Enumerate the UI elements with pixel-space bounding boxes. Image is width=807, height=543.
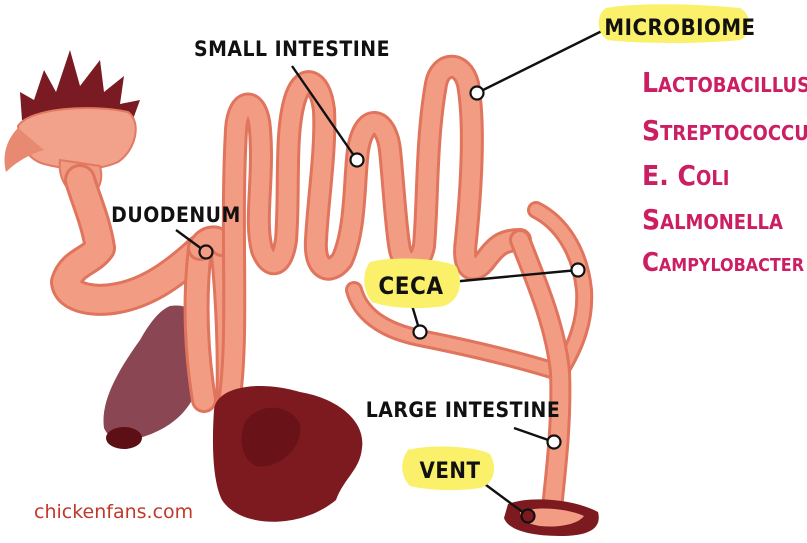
- large-intestine-dot: [546, 434, 562, 450]
- beak: [4, 128, 44, 172]
- ceca-dot-right: [570, 262, 586, 278]
- duodenum-dot: [198, 244, 214, 260]
- ceca-dot-left: [412, 324, 428, 340]
- small-intestine-label: SMALL INTESTINE: [194, 37, 390, 61]
- esophagus: [50, 164, 216, 316]
- vent-dot: [520, 508, 536, 524]
- proventriculus: [103, 305, 207, 440]
- microbiome-label: MICROBIOME: [604, 16, 755, 41]
- microbiome-dot: [469, 85, 485, 101]
- small-intestine-leader: [291, 65, 358, 161]
- microbiome-item: Campylobacter: [642, 248, 805, 278]
- duodenum-label: DUODENUM: [111, 203, 241, 227]
- microbiome-item: E. Coli: [642, 159, 729, 192]
- large-intestine: [509, 229, 572, 519]
- vent-label: VENT: [420, 459, 481, 484]
- head-skin: [16, 107, 137, 170]
- microbiome-leader: [476, 24, 613, 95]
- ceca-highlight: [364, 258, 460, 309]
- microbiome-highlight: [598, 4, 749, 43]
- microbiome-list: Lactobacillus Streptococcus E. Coli Salm…: [642, 66, 807, 278]
- microbiome-item: Streptococcus: [642, 114, 807, 147]
- ceca-leader-right: [439, 268, 579, 285]
- ceca-label: CECA: [378, 272, 443, 300]
- cloaca-inner: [520, 508, 584, 527]
- large-intestine-label: LARGE INTESTINE: [366, 398, 561, 422]
- watermark: chickenfans.com: [34, 501, 193, 523]
- gizzard-shadow: [241, 407, 301, 467]
- proventriculus-opening: [106, 427, 142, 449]
- vent-highlight: [402, 446, 495, 491]
- microbiome-item: Lactobacillus: [642, 66, 807, 99]
- microbiome-item: Salmonella: [642, 203, 783, 236]
- small-intestine-dot: [349, 152, 365, 168]
- vent-leader: [481, 481, 529, 517]
- small-intestine-coils: [216, 54, 532, 422]
